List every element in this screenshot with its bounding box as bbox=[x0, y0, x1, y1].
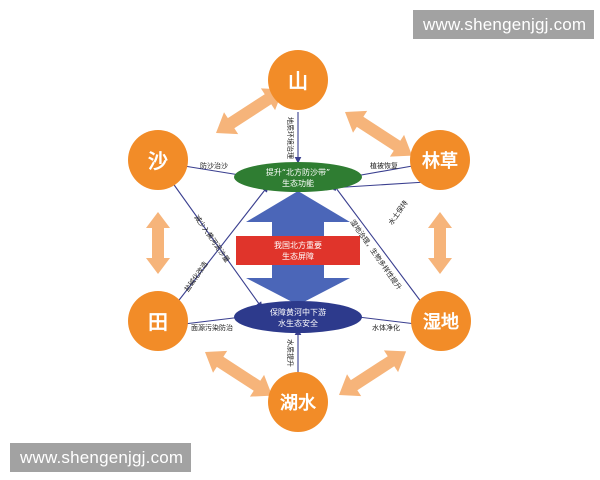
edge-wetland-top bbox=[332, 183, 426, 308]
node-mountain-label: 山 bbox=[288, 69, 308, 93]
link-sand-field-arrow bbox=[146, 212, 170, 274]
top-line2: 生态功能 bbox=[282, 178, 314, 188]
node-sand-label: 沙 bbox=[148, 149, 168, 173]
pale-link-arrows bbox=[146, 88, 452, 397]
link-field-lake-arrow bbox=[205, 350, 273, 397]
middle-line2: 生态屏障 bbox=[282, 251, 314, 261]
bottom-line1: 保障黄河中下游 bbox=[270, 307, 326, 317]
node-lake-label: 湖水 bbox=[280, 392, 317, 414]
edge-forest-bottom bbox=[329, 181, 427, 191]
edge-sand-bottom bbox=[171, 181, 263, 309]
label-field-bottom: 面源污染防治 bbox=[191, 323, 233, 332]
up-arrow bbox=[246, 191, 350, 236]
link-mountain-sand-arrow bbox=[216, 88, 284, 135]
down-arrow bbox=[246, 264, 350, 305]
edge-field-top bbox=[175, 185, 269, 305]
node-wetland-label: 湿地 bbox=[423, 311, 459, 333]
label-sand-top: 防沙治沙 bbox=[200, 161, 228, 170]
node-forest bbox=[410, 130, 470, 190]
middle-red-box bbox=[236, 236, 360, 265]
label-mountain-top: 地质环境治理 bbox=[286, 117, 295, 159]
label-sand-bottom: 减少入黄河泥沙量 bbox=[192, 213, 231, 264]
label-field-top: 盐碱化改造 bbox=[182, 260, 209, 294]
outer-nodes: 山 林草 湿地 湖水 田 沙 bbox=[128, 50, 471, 432]
node-forest-label: 林草 bbox=[422, 150, 458, 172]
label-forest-top: 植被恢复 bbox=[370, 161, 398, 170]
top-line1: 提升“北方防沙带” bbox=[266, 167, 330, 177]
node-lake bbox=[268, 372, 328, 432]
node-mountain bbox=[268, 50, 328, 110]
center-arrows bbox=[246, 191, 350, 305]
label-wetland-bottom: 水体净化 bbox=[372, 323, 400, 332]
link-mountain-forest-arrow bbox=[345, 110, 413, 157]
node-wetland bbox=[411, 291, 471, 351]
middle-line1: 我国北方重要 bbox=[274, 240, 322, 250]
node-sand bbox=[128, 130, 188, 190]
link-forest-wetland-arrow bbox=[428, 212, 452, 274]
label-forest-bottom: 水土保持 bbox=[386, 199, 409, 227]
node-field bbox=[128, 291, 188, 351]
top-green-ellipse bbox=[234, 162, 362, 192]
watermark-bottom: www.shengenjgj.com bbox=[10, 443, 191, 472]
label-lake-bottom: 水质提升 bbox=[286, 339, 295, 367]
watermark-top: www.shengenjgj.com bbox=[413, 10, 594, 39]
bottom-line2: 水生态安全 bbox=[278, 318, 318, 328]
bottom-navy-ellipse bbox=[234, 301, 362, 333]
link-wetland-lake-arrow bbox=[339, 350, 407, 397]
node-field-label: 田 bbox=[148, 310, 168, 334]
